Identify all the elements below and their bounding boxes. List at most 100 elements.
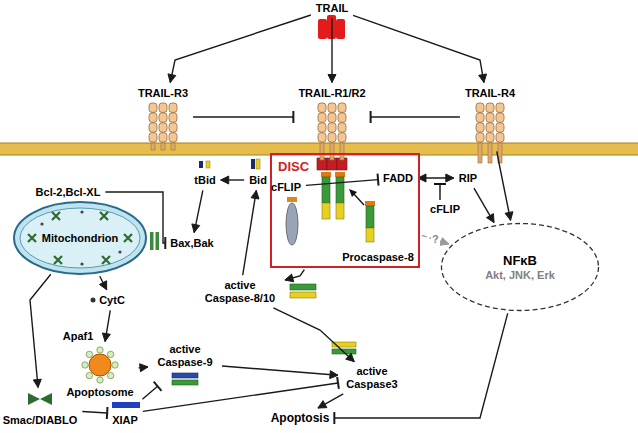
node-text: Procaspase-8	[342, 251, 414, 264]
protein-label: Bid	[246, 172, 270, 189]
receptor-trimer	[149, 103, 157, 112]
bax-bak-protein	[156, 232, 160, 250]
receptor-trimer	[476, 123, 484, 132]
connector	[142, 382, 161, 400]
node-text: TRAIL	[316, 2, 348, 15]
cflip-protein	[286, 197, 298, 245]
receptor-trimer	[338, 133, 346, 142]
arrow-head	[192, 224, 200, 233]
connector	[82, 407, 107, 419]
connector-line	[497, 151, 511, 220]
receptor-trimer	[328, 123, 336, 132]
bax-bak-protein	[150, 232, 159, 250]
procaspase8-protein	[366, 228, 374, 242]
protein-label: tBid	[191, 172, 218, 189]
protein-label: XIAP	[109, 400, 141, 429]
receptor-trimer	[149, 113, 157, 122]
node-text: cFLIP	[430, 203, 460, 216]
receptor-trimer	[318, 133, 326, 142]
node-text: Apoptosis	[271, 411, 330, 425]
protein-label: FADD	[380, 170, 416, 187]
receptor-trimer	[169, 103, 177, 112]
apaf1-beads	[107, 351, 113, 357]
receptor-trimer	[169, 113, 177, 122]
arrow-head	[99, 281, 106, 290]
connector-line	[222, 366, 338, 375]
connector-line	[353, 15, 484, 82]
enzyme-label: active Caspase3	[340, 363, 404, 393]
connector	[139, 364, 148, 372]
apaf1-beads	[86, 351, 92, 357]
receptor-trimer	[330, 143, 334, 160]
receptor-trimer	[328, 103, 336, 112]
receptor-trimer	[159, 123, 167, 132]
arrow-head	[318, 401, 327, 408]
node-text: TRAIL-R3	[138, 87, 188, 100]
xiap-protein	[112, 402, 140, 408]
arrow-head	[102, 333, 110, 342]
pathway-ellipse: NFκBAkt, JNK, Erk	[440, 222, 600, 312]
receptor-trimer	[496, 103, 504, 112]
node-text: active Caspase3	[343, 365, 401, 391]
outcome-label: Apoptosis	[268, 409, 333, 427]
cflip-protein	[287, 197, 297, 202]
receptor-trimer	[149, 133, 157, 142]
caspase8-in-disc	[336, 203, 344, 219]
cytochrome-c	[91, 298, 96, 303]
bax-bak-protein	[150, 232, 154, 250]
receptor-trimer	[151, 143, 155, 150]
arrow-head	[285, 274, 294, 282]
mitochondrion: Mitochondrion	[12, 200, 148, 276]
bid-protein	[199, 159, 260, 169]
receptor-trimer	[318, 113, 326, 122]
node-text: Akt, JNK, Erk	[485, 269, 555, 282]
inhibition-bar	[164, 237, 166, 249]
connector-line	[318, 394, 343, 408]
receptor-trimer	[476, 103, 504, 163]
receptor-trimer	[159, 113, 167, 122]
receptor-trimer	[328, 133, 336, 142]
connector-line	[143, 383, 338, 411]
arrow-head	[505, 212, 513, 221]
connector-line	[30, 274, 51, 387]
receptor-trimer	[486, 133, 494, 142]
trail-ligand	[318, 19, 327, 39]
trail-ligand	[336, 19, 345, 39]
protein-label: RIP	[456, 170, 480, 187]
receptor-trimer	[338, 113, 346, 122]
caspase8-in-disc	[322, 203, 330, 219]
node-text: cFLIP	[271, 181, 301, 194]
inhibition-bar	[337, 377, 339, 389]
procaspase8-protein	[349, 189, 375, 242]
arrow-head	[328, 75, 336, 83]
component-label: Apaf1	[63, 330, 94, 343]
connector-line	[306, 180, 378, 186]
receptor-trimer	[159, 133, 167, 142]
cflip-inhibition	[434, 183, 446, 185]
node-text: Bax,Bak	[170, 237, 213, 250]
complex-label: Apoptosome	[63, 344, 136, 401]
node-text: TRAIL-R1/R2	[298, 87, 365, 100]
connector	[273, 308, 354, 362]
caspase8-active	[290, 284, 316, 290]
node-text: active Caspase-9	[153, 343, 217, 369]
bid-protein	[206, 161, 210, 168]
cell-membrane	[0, 142, 638, 143]
caspase8-in-disc	[321, 172, 331, 177]
bid-protein	[199, 161, 203, 168]
caspase8-in-disc	[335, 172, 345, 177]
connector	[285, 270, 304, 282]
connector	[221, 176, 244, 184]
node-text: CytC	[99, 294, 125, 307]
procaspase8-protein	[353, 193, 364, 205]
apaf1-beads	[82, 362, 88, 368]
arrow-head	[168, 74, 176, 83]
apaf1-beads	[82, 347, 118, 383]
protein-label: cFLIP	[427, 201, 463, 218]
protein-label: CytC	[96, 292, 128, 309]
apoptosome-complex	[89, 354, 111, 376]
arrow-head	[251, 190, 259, 199]
inhibition-bar	[333, 412, 335, 424]
node-text: active Caspase-8/10	[200, 279, 280, 305]
